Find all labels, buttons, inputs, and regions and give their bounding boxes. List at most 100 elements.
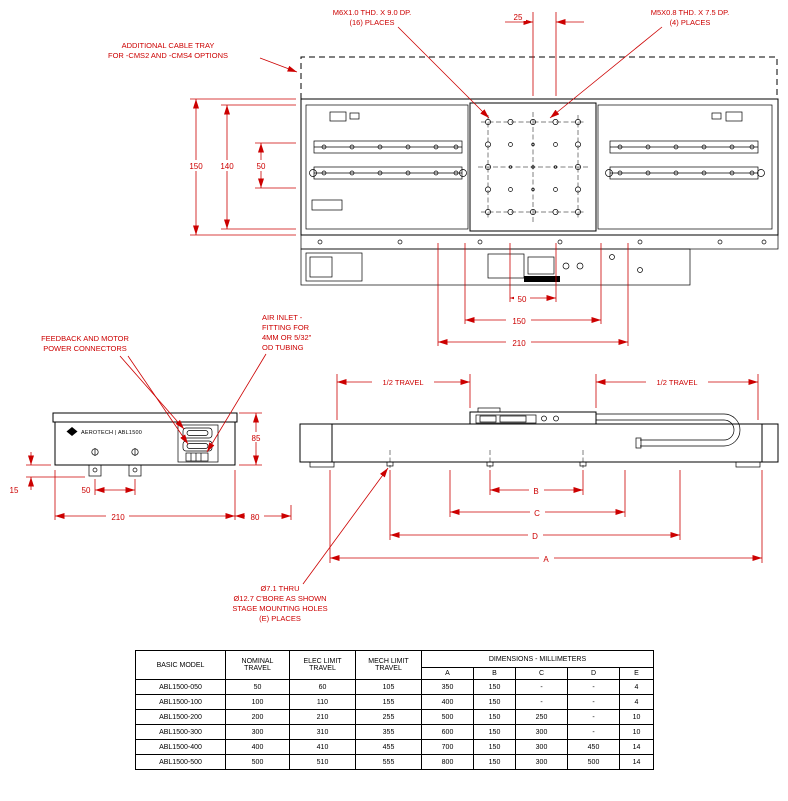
stage-drawing: 150 140 50 25 50 150 210 M6X1.0 THD. X 9… [10,8,779,623]
center-holes [508,142,558,192]
brand-label: AEROTECH | ABL1500 [81,430,142,436]
table-cell: 310 [289,724,356,740]
col-header-basic-model: BASIC MODEL [135,650,226,680]
mounting-holes-callout-line1: Ø7.1 THRU [260,584,299,593]
table-cell: 14 [619,739,654,755]
header-line: TRAVEL [375,665,402,672]
m6-holes [485,119,581,215]
m6-callout-line1: M6X1.0 THD. X 9.0 DP. [333,8,412,17]
dim-bottom-mid-label: 150 [512,317,526,326]
dim-left-inner-label: 50 [257,162,266,171]
dim-width-label: 210 [111,513,125,522]
m5-callout-line1: M5X0.8 THD. X 7.5 DP. [651,8,730,17]
dim-left-mid-label: 140 [220,162,234,171]
mounting-holes-callout-line4: (E) PLACES [259,614,301,623]
table-cell: - [515,694,568,710]
header-line: MECH LIMIT [368,658,409,665]
table-cell: ABL1500-400 [135,739,226,755]
col-header-d: D [567,667,620,680]
half-travel-right-label: 1/2 TRAVEL [657,378,698,387]
table-cell: ABL1500-050 [135,679,226,695]
table-cell: 355 [355,724,422,740]
table-cell: 300 [515,724,568,740]
cable-tray-callout-line2: FOR -CMS2 AND -CMS4 OPTIONS [108,51,228,60]
col-header-mech-limit-travel: MECH LIMIT TRAVEL [355,650,422,680]
connectors-callout-line2: POWER CONNECTORS [43,344,127,353]
top-view-dimensions: 150 140 50 25 50 150 210 M6X1.0 THD. X 9… [108,8,729,348]
table-cell: 150 [473,739,516,755]
table-header-row-2: A B C D E [136,667,654,680]
aerotech-logo-icon [66,427,78,436]
dim-bottom-inner-label: 50 [518,295,527,304]
table-cell: 455 [355,739,422,755]
dim-b-label: B [533,487,538,496]
table-cell: 700 [421,739,474,755]
table-cell: 10 [619,724,654,740]
table-cell: 4 [619,679,654,695]
tabletop-plate [469,102,597,232]
table-cell: 500 [567,754,620,770]
table-cell: 300 [515,754,568,770]
table-cell: 410 [289,739,356,755]
front-view: AEROTECH | ABL1500 [52,412,238,477]
header-line: TRAVEL [244,665,271,672]
table-cell: 110 [289,694,356,710]
table-cell: 400 [225,739,290,755]
table-cell: 50 [225,679,290,695]
table-cell: 600 [421,724,474,740]
m5-holes [508,142,558,192]
table-cell: ABL1500-200 [135,709,226,725]
table-cell: - [567,694,620,710]
table-cell: 100 [225,694,290,710]
connectors-callout-line1: FEEDBACK AND MOTOR [41,334,129,343]
table-header-row-1: BASIC MODEL NOMINAL TRAVEL ELEC LIMIT TR… [135,650,654,680]
table-cell: - [515,679,568,695]
m6-callout-line2: (16) PLACES [349,18,394,27]
dim-height-label: 85 [252,434,261,443]
cable-tray-outline [300,56,778,99]
mounting-holes-callout-line2: Ø12.7 C'BORE AS SHOWN [233,594,326,603]
table-cell: 510 [289,754,356,770]
dim-foot-height-label: 15 [10,486,19,495]
table-cell: 150 [473,724,516,740]
dim-d-label: D [532,532,538,541]
table-cell: 500 [225,754,290,770]
table-cell: 4 [619,694,654,710]
table-cell: 450 [567,739,620,755]
mounting-holes-callout-line3: STAGE MOUNTING HOLES [232,604,327,613]
table-cell: 14 [619,754,654,770]
table-cell: ABL1500-100 [135,694,226,710]
col-header-e: E [619,667,654,680]
table-cell: 60 [289,679,356,695]
table-cell: 350 [421,679,474,695]
col-header-a: A [421,667,474,680]
mounting-feet [88,448,142,477]
connector-panel [177,424,219,463]
half-travel-left-label: 1/2 TRAVEL [383,378,424,387]
table-cell: 800 [421,754,474,770]
table-cell: - [567,679,620,695]
header-line: TRAVEL [309,665,336,672]
table-cell: ABL1500-300 [135,724,226,740]
table-cell: 155 [355,694,422,710]
table-cell: 150 [473,754,516,770]
dim-foot-spacing-label: 50 [82,486,91,495]
spec-table: BASIC MODEL NOMINAL TRAVEL ELEC LIMIT TR… [135,650,654,770]
table-cell: 500 [421,709,474,725]
side-view [299,407,779,468]
lower-extension [300,234,779,286]
side-view-dimensions: 1/2 TRAVEL 1/2 TRAVEL B C D A Ø7.1 THRU … [232,374,763,623]
table-cell: - [567,724,620,740]
carriage-detail [475,407,559,424]
table-cell: 400 [421,694,474,710]
col-header-elec-limit-travel: ELEC LIMIT TRAVEL [289,650,356,680]
header-line: NOMINAL [241,658,274,665]
front-view-dimensions: 85 15 50 210 80 FEEDBACK AND MOTOR POWER… [10,313,312,522]
table-cell: 250 [515,709,568,725]
